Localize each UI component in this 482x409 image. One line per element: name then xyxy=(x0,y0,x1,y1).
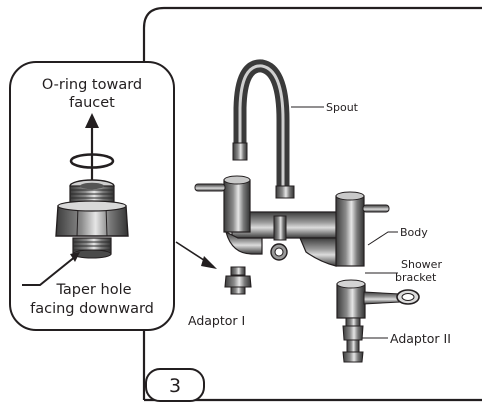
callout-top-label-line2: faucet xyxy=(69,95,115,111)
spout-icon xyxy=(233,59,290,194)
adaptor-large-icon xyxy=(55,179,129,259)
faucet-illustration xyxy=(194,59,390,267)
taper-hole-arrowhead-icon xyxy=(70,252,80,262)
adaptor-2-label: Adaptor II xyxy=(390,331,451,346)
shower-bracket-label-line2: bracket xyxy=(395,271,437,284)
adaptor-1-label: Adaptor I xyxy=(188,313,245,328)
upward-arrowhead-icon xyxy=(85,113,99,128)
callout-bottom-label-line2: facing downward xyxy=(30,301,154,317)
body-leader xyxy=(367,231,398,246)
step-frame xyxy=(142,6,482,400)
adaptor-1-icon xyxy=(224,266,252,295)
callout-top-label-line1: O-ring toward xyxy=(42,77,142,93)
adaptor-callout: O-ring toward faucet xyxy=(9,61,175,331)
adaptor-2-icon xyxy=(342,317,364,363)
step-number-badge: 3 xyxy=(145,368,205,402)
callout-pointer-arrowhead-icon xyxy=(201,256,217,269)
body-label: Body xyxy=(400,226,428,239)
taper-hole-leader xyxy=(22,255,77,286)
o-ring-icon xyxy=(69,153,115,169)
spout-label: Spout xyxy=(326,101,359,114)
step-number: 3 xyxy=(169,375,181,397)
callout-bottom-label-line1: Taper hole xyxy=(55,282,131,298)
shower-bracket-icon xyxy=(336,279,420,319)
shower-bracket-label-line1: Shower xyxy=(401,258,442,271)
